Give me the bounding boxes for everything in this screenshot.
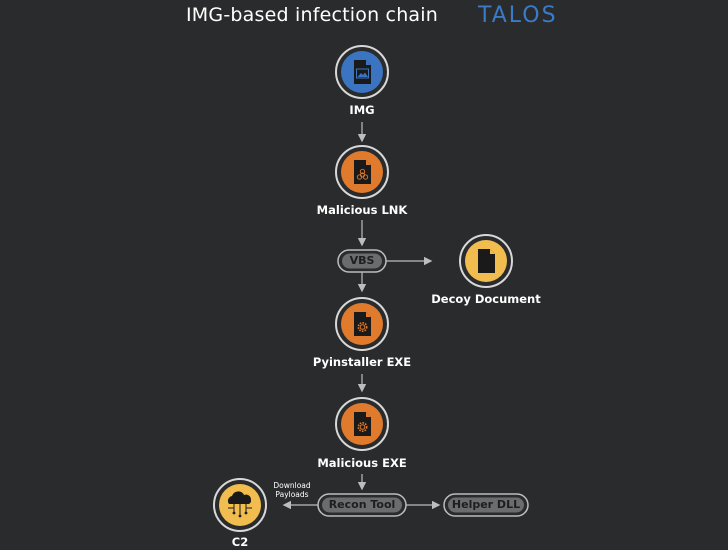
label-recon: Recon Tool (328, 498, 396, 511)
image-file-icon (354, 60, 371, 84)
edges (282, 122, 441, 510)
node-decoy (459, 234, 513, 288)
node-lnk (335, 145, 389, 199)
node-recon (317, 493, 407, 517)
node-img (335, 45, 389, 99)
label-lnk: Malicious LNK (316, 203, 408, 217)
biohazard-file-icon (354, 160, 371, 184)
document-icon (478, 249, 495, 273)
label-helper: Helper DLL (451, 498, 521, 511)
label-pyinstaller: Pyinstaller EXE (312, 355, 412, 369)
label-img: IMG (349, 103, 375, 117)
edge-label-download-payloads: Download Payloads (273, 481, 311, 499)
gear-file-icon (354, 312, 371, 336)
cloud-network-icon (227, 491, 252, 518)
gear-file-icon (354, 412, 371, 436)
diagram-title: IMG-based infection chain (186, 4, 438, 26)
node-pyinstaller (335, 297, 389, 351)
label-vbs: VBS (349, 254, 375, 267)
node-vbs (337, 249, 387, 273)
node-exe (335, 397, 389, 451)
label-c2: C2 (231, 535, 249, 549)
talos-logo: TALOS (478, 3, 558, 28)
node-c2 (213, 478, 267, 532)
node-helper (443, 493, 529, 517)
label-decoy: Decoy Document (431, 292, 541, 306)
label-exe: Malicious EXE (317, 456, 407, 470)
